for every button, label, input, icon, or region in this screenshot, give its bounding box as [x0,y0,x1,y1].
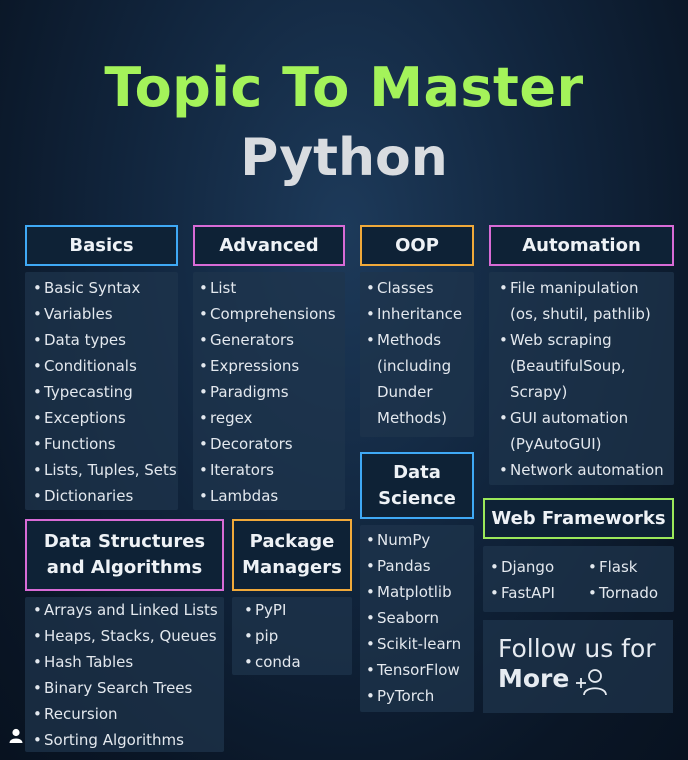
list-item: •conda [244,653,301,671]
list-item: •Binary Search Trees [33,679,193,697]
list-item: •TensorFlow [366,661,460,679]
datascience-header: Data Science [360,452,474,519]
web-header: Web Frameworks [483,498,674,539]
automation-panel: •File manipulation (os, shutil, pathlib) •… [489,272,674,485]
list-item: •Lists, Tuples, Sets [33,461,177,479]
list-item: •Flask [588,558,638,576]
list-item: •Django [490,558,555,576]
basics-panel: •Basic Syntax •Variables •Data types •Condi… [25,272,178,510]
list-item: •Hash Tables [33,653,134,671]
web-panel: •Django •Flask •FastAPI •Tornado [483,546,674,612]
list-item: •PyPI [244,601,287,619]
packages-header: Package Managers [232,519,352,591]
list-item: •PyTorch [366,687,435,705]
list-item: (BeautifulSoup, [510,357,626,375]
list-item: •Inheritance [366,305,463,323]
follow-text: Follow us for [498,634,656,663]
list-item: •Decorators [199,435,293,453]
list-item: •Matplotlib [366,583,452,601]
list-item: •pip [244,627,279,645]
list-item: •Tornado [588,584,659,602]
list-item: •FastAPI [490,584,555,602]
list-item: •GUI automation [499,409,629,427]
list-item: •Methods [366,331,442,349]
list-item: •Web scraping [499,331,612,349]
basics-header: Basics [25,225,178,266]
list-item: •Typecasting [33,383,133,401]
advanced-panel: •List •Comprehensions •Generators •Expressi… [193,272,345,510]
list-item: •NumPy [366,531,431,549]
list-item: •Iterators [199,461,274,479]
list-item: •Variables [33,305,113,323]
list-item: •Data types [33,331,126,349]
list-item: •Expressions [199,357,300,375]
advanced-header: Advanced [193,225,345,266]
dsa-header: Data Structures and Algorithms [25,519,224,591]
list-item: •Classes [366,279,434,297]
list-item: (PyAutoGUI) [510,435,602,453]
list-item: •Network automation [499,461,664,479]
follow-more: More [498,664,570,693]
list-item: •Pandas [366,557,431,575]
list-item: •Exceptions [33,409,126,427]
list-item: Dunder [377,383,433,401]
packages-panel: •PyPI •pip •conda [232,597,352,675]
list-item: Methods) [377,409,447,427]
user-icon[interactable] [6,726,26,746]
oop-header: OOP [360,225,474,266]
list-item: •Sorting Algorithms [33,731,184,749]
list-item: •Functions [33,435,116,453]
list-item: (os, shutil, pathlib) [510,305,651,323]
list-item: (including [377,357,452,375]
datascience-panel: •NumPy •Pandas •Matplotlib •Seaborn •Scikit-… [360,525,474,712]
automation-header: Automation [489,225,674,266]
list-item: •Conditionals [33,357,137,375]
list-item: •List [199,279,237,297]
dsa-panel: •Arrays and Linked Lists •Heaps, Stacks, … [25,597,224,752]
add-user-icon [576,669,607,696]
list-item: •Comprehensions [199,305,336,323]
list-item: •regex [199,409,253,427]
list-item: •Arrays and Linked Lists [33,601,218,619]
list-item: •Dictionaries [33,487,134,505]
list-item: •Scikit-learn [366,635,462,653]
list-item: •File manipulation [499,279,639,297]
list-item: •Generators [199,331,294,349]
list-item: Scrapy) [510,383,568,401]
list-item: •Lambdas [199,487,279,505]
sub-title: Python [240,128,448,188]
list-item: •Paradigms [199,383,289,401]
list-item: •Recursion [33,705,118,723]
list-item: •Basic Syntax [33,279,141,297]
main-title: Topic To Master [104,56,584,119]
list-item: •Heaps, Stacks, Queues [33,627,217,645]
follow-box[interactable]: Follow us for More [483,620,673,713]
list-item: •Seaborn [366,609,440,627]
